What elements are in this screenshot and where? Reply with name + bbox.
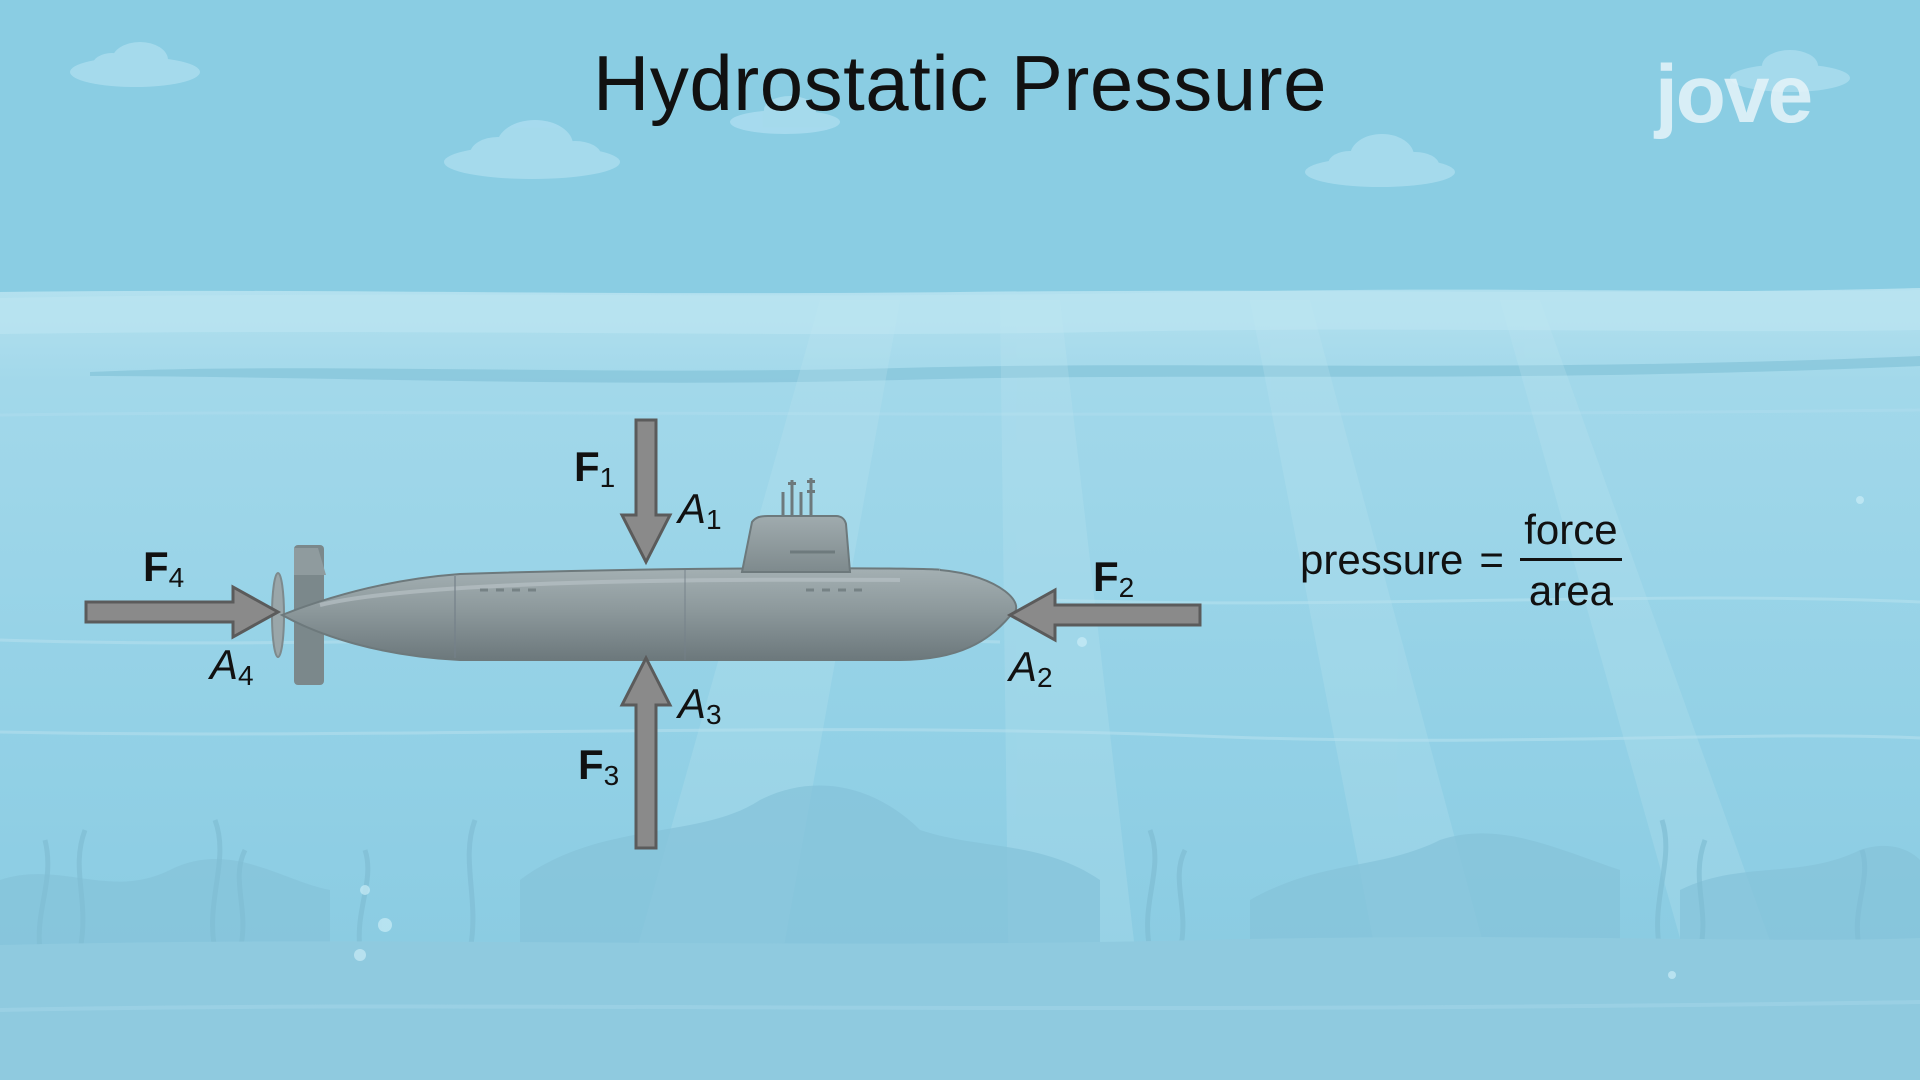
arrow-up-icon xyxy=(619,654,673,850)
cloud-icon xyxy=(1730,50,1850,92)
label-a2: A2 xyxy=(1009,643,1053,693)
logo-text: jove xyxy=(1655,49,1813,140)
surface-wave xyxy=(90,356,1920,383)
water-surface xyxy=(0,289,1920,334)
arrow-right-icon xyxy=(84,584,282,640)
seabed-ripple xyxy=(0,1000,1920,1012)
label-a4: A4 xyxy=(210,641,254,691)
pressure-formula: pressure = force area xyxy=(1300,505,1622,615)
page-title: Hydrostatic Pressure xyxy=(593,39,1327,127)
label-f4: F4 xyxy=(143,543,185,593)
arrow-left-icon xyxy=(1006,587,1202,643)
formula-numerator: force xyxy=(1524,505,1618,553)
submarine-icon xyxy=(271,478,1017,685)
formula-equals: = xyxy=(1479,536,1504,583)
label-f1: F1 xyxy=(574,443,616,493)
cloud-icon xyxy=(730,96,840,134)
sky xyxy=(0,0,1920,300)
formula-fraction: force area xyxy=(1519,505,1622,615)
seaweed xyxy=(36,819,1868,951)
formula-lhs: pressure xyxy=(1300,536,1464,583)
cloud-icon xyxy=(444,120,620,179)
cloud-icon xyxy=(70,42,200,87)
fraction-bar xyxy=(1519,557,1622,561)
cloud-icon xyxy=(1305,134,1455,187)
label-f2: F2 xyxy=(1093,553,1135,603)
label-a1: A1 xyxy=(678,485,722,535)
surface-ripple xyxy=(0,408,1920,417)
label-a3: A3 xyxy=(678,680,722,730)
arrow-down-icon xyxy=(619,418,673,566)
label-f3: F3 xyxy=(578,741,620,791)
formula-denominator: area xyxy=(1528,566,1613,614)
jove-logo: jove xyxy=(1655,48,1835,148)
